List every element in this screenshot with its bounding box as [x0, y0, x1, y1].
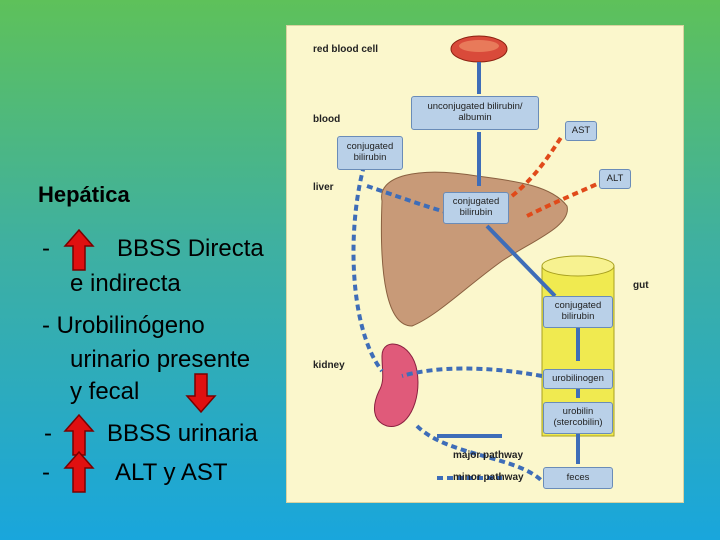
label-blood: blood: [313, 114, 341, 125]
box-conjugated-bilirubin-blood: conjugated bilirubin: [337, 136, 403, 170]
box-urobilin: urobilin (stercobilin): [543, 402, 613, 434]
line2-text: - Urobilinógeno: [42, 312, 205, 339]
label-kidney: kidney: [313, 360, 345, 371]
label-minor-pathway: minor pathway: [453, 472, 524, 483]
line4-text: ALT y AST: [115, 459, 228, 486]
label-red-blood-cell: red blood cell: [313, 44, 379, 55]
box-feces: feces: [543, 467, 613, 489]
box-alt: ALT: [599, 169, 631, 189]
line1-continuation: e indirecta: [70, 270, 181, 297]
down-arrow-icon: [185, 373, 217, 414]
kidney-shape: [374, 343, 419, 427]
bilirubin-metabolism-diagram: red blood cell blood liver gut kidney ma…: [286, 25, 684, 503]
up-arrow-icon: [63, 228, 95, 271]
box-ast: AST: [565, 121, 597, 141]
box-unconjugated-bilirubin: unconjugated bilirubin/ albumin: [411, 96, 539, 130]
diagram-graphics: [351, 35, 615, 483]
bullet-dash-4: -: [42, 459, 50, 486]
enzyme-release-arrows: [510, 134, 598, 218]
label-gut: gut: [633, 280, 649, 291]
box-conjugated-bilirubin-liver: conjugated bilirubin: [443, 192, 509, 224]
line1-text: BBSS Directa: [117, 235, 264, 262]
line2-continuation: urinario presente: [70, 346, 251, 373]
major-pathway-arrows: [437, 62, 580, 464]
red-blood-cell-highlight: [459, 40, 499, 52]
box-conjugated-bilirubin-gut: conjugated bilirubin: [543, 296, 613, 328]
bullet-dash-3: -: [44, 420, 52, 447]
line2-continuation-2: y fecal: [70, 378, 140, 405]
label-major-pathway: major pathway: [453, 450, 524, 461]
box-urobilinogen: urobilinogen: [543, 369, 613, 389]
slide-heading: Hepática: [38, 182, 130, 207]
bullet-dash-1: -: [42, 235, 50, 262]
up-arrow-icon: [63, 450, 95, 493]
liver-shape: [380, 171, 568, 327]
line3-text: BBSS urinaria: [107, 420, 258, 447]
gut-top: [541, 255, 615, 277]
label-liver: liver: [313, 182, 334, 193]
